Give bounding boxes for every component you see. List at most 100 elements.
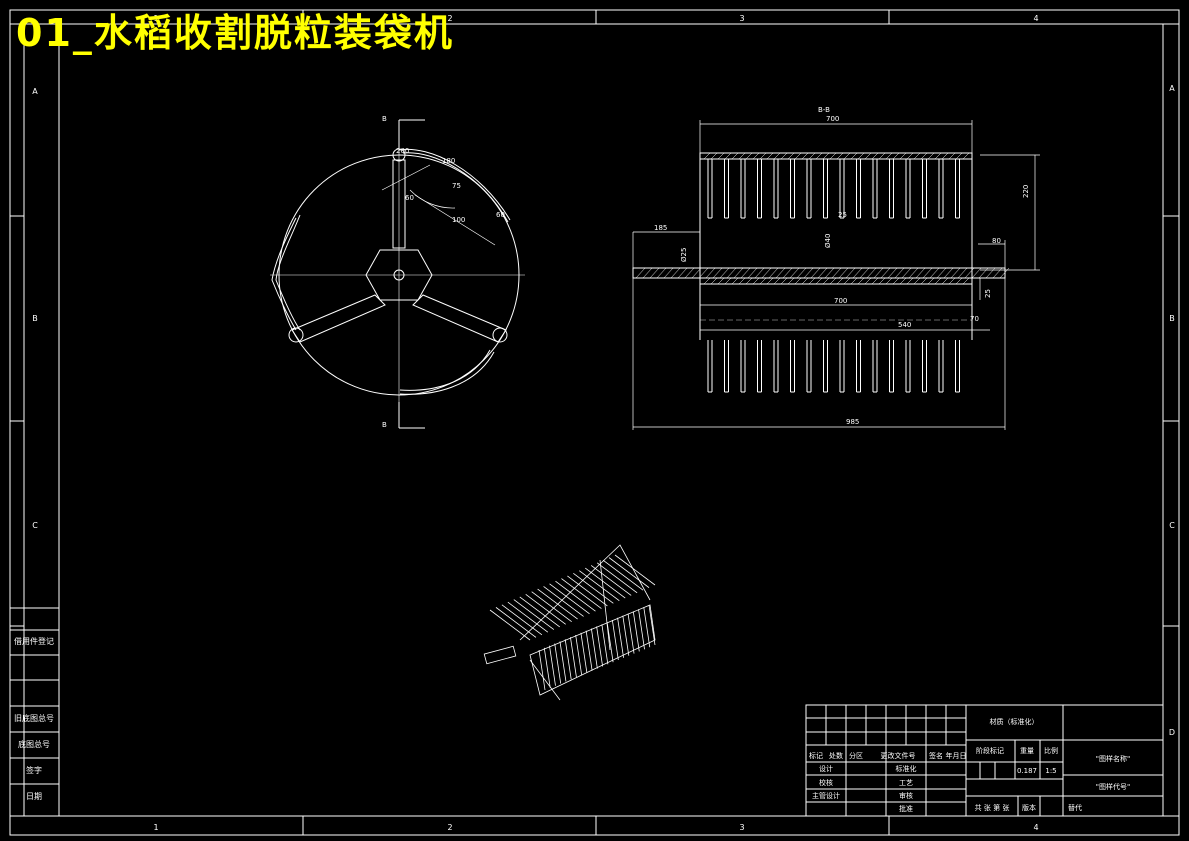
hatch-line [894, 267, 905, 279]
hatch-line [950, 267, 961, 279]
hatch-line [808, 152, 816, 160]
hatch-line [957, 267, 968, 279]
col-label: 3 [739, 823, 744, 832]
lower-tines [707, 340, 960, 393]
hatch-line [857, 152, 865, 160]
header-cell: 分区 [849, 751, 863, 760]
iso-tine [584, 567, 626, 599]
section-title: B-B [818, 106, 830, 114]
dim-text: 70 [970, 315, 979, 323]
row-label: B [32, 314, 38, 323]
hatch-line [635, 267, 646, 279]
hatch-line [775, 267, 786, 279]
isometric-view [483, 544, 656, 701]
iso-tine [580, 632, 588, 673]
hatch-line [843, 152, 851, 160]
hatch-line [822, 152, 830, 160]
row-label: A [1169, 84, 1175, 93]
col-label: 2 [447, 823, 452, 832]
iso-tine [585, 630, 593, 671]
row-label: C [32, 521, 38, 530]
stage-header: 重量 [1020, 747, 1034, 755]
iso-tine [590, 628, 598, 669]
hatch-line [852, 267, 863, 279]
title-block [805, 704, 1164, 817]
role-left: 主管设计 [812, 791, 840, 800]
col-label: 2 [447, 14, 452, 23]
front-view [270, 119, 525, 429]
left-table-cell: 底图总号 [18, 739, 50, 749]
hatch-line [962, 277, 970, 285]
role-right: 批准 [899, 804, 913, 813]
hatch-line [761, 267, 772, 279]
hatch-line [871, 152, 879, 160]
hatch-line [878, 277, 886, 285]
side-view-dimensions: B-B 700 220 25 Ø40 185 Ø25 80 700 25 540… [654, 106, 1030, 426]
hatch-line [822, 277, 830, 285]
dim-text: Ø40 [824, 234, 832, 248]
header-cell: 更改文件号 [881, 751, 916, 760]
hatch-line [962, 152, 970, 160]
hatch-line [850, 277, 858, 285]
hatch-line [906, 277, 914, 285]
hatch-line [815, 277, 823, 285]
hatch-line [698, 267, 709, 279]
hatch-line [752, 277, 760, 285]
replace-text: 替代 [1068, 803, 1082, 812]
upper-tines [707, 159, 960, 219]
hatch-line [803, 267, 814, 279]
scale-value: 1:5 [1045, 767, 1056, 775]
hatch-line [887, 267, 898, 279]
header-cell: 年月日 [946, 751, 967, 760]
dim-text: 700 [834, 297, 847, 305]
left-side-table-text: 借用件登记 旧底图总号 底图总号 签字 日期 [14, 636, 54, 801]
iso-tine [570, 637, 577, 678]
hatch-line [934, 152, 942, 160]
iso-tine [564, 639, 572, 680]
hatch-line [663, 267, 674, 279]
role-right: 审核 [899, 791, 913, 800]
hatch-line [656, 267, 667, 279]
iso-tine [495, 607, 537, 638]
hatch-line [899, 277, 907, 285]
hatch-line [745, 152, 753, 160]
hatch-line [759, 152, 767, 160]
hatch-line [773, 277, 781, 285]
iso-tine [489, 609, 531, 641]
iso-tine [501, 604, 543, 636]
hatch-line [724, 152, 732, 160]
row-label: C [1169, 521, 1175, 530]
hatch-line [754, 267, 765, 279]
hatch-line [766, 152, 774, 160]
dim-text: 75 [452, 182, 461, 190]
hatch-line [703, 152, 711, 160]
material-label: 材质（标准化） [990, 717, 1039, 726]
hatch-line [796, 267, 807, 279]
side-view [632, 120, 1040, 430]
drawing-frame [9, 9, 1180, 836]
hatch-line [838, 267, 849, 279]
iso-tine [573, 573, 614, 604]
hatch-line [920, 277, 928, 285]
iso-tine [531, 591, 572, 622]
header-cell: 处数 [829, 751, 843, 760]
border-labels: 1 2 3 4 1 2 3 4 A B C A B C D [32, 14, 1175, 832]
col-label: 4 [1033, 823, 1038, 832]
row-label: A [32, 87, 38, 96]
dim-text: 180 [442, 157, 455, 165]
hatch-line [906, 152, 914, 160]
iso-tine [538, 649, 546, 691]
iso-tine [638, 609, 645, 650]
hatch-line [992, 267, 1003, 279]
hatch-line [850, 152, 858, 160]
hatch-line [880, 267, 891, 279]
hatch-line [642, 267, 653, 279]
hatch-line [801, 152, 809, 160]
section-label-bottom: B [382, 421, 387, 429]
iso-tine [596, 626, 604, 667]
hatch-line [913, 277, 921, 285]
hatch-line [885, 152, 893, 160]
hatch-line [710, 152, 718, 160]
iso-tine [614, 554, 656, 586]
header-cell: 标记 [809, 751, 823, 760]
